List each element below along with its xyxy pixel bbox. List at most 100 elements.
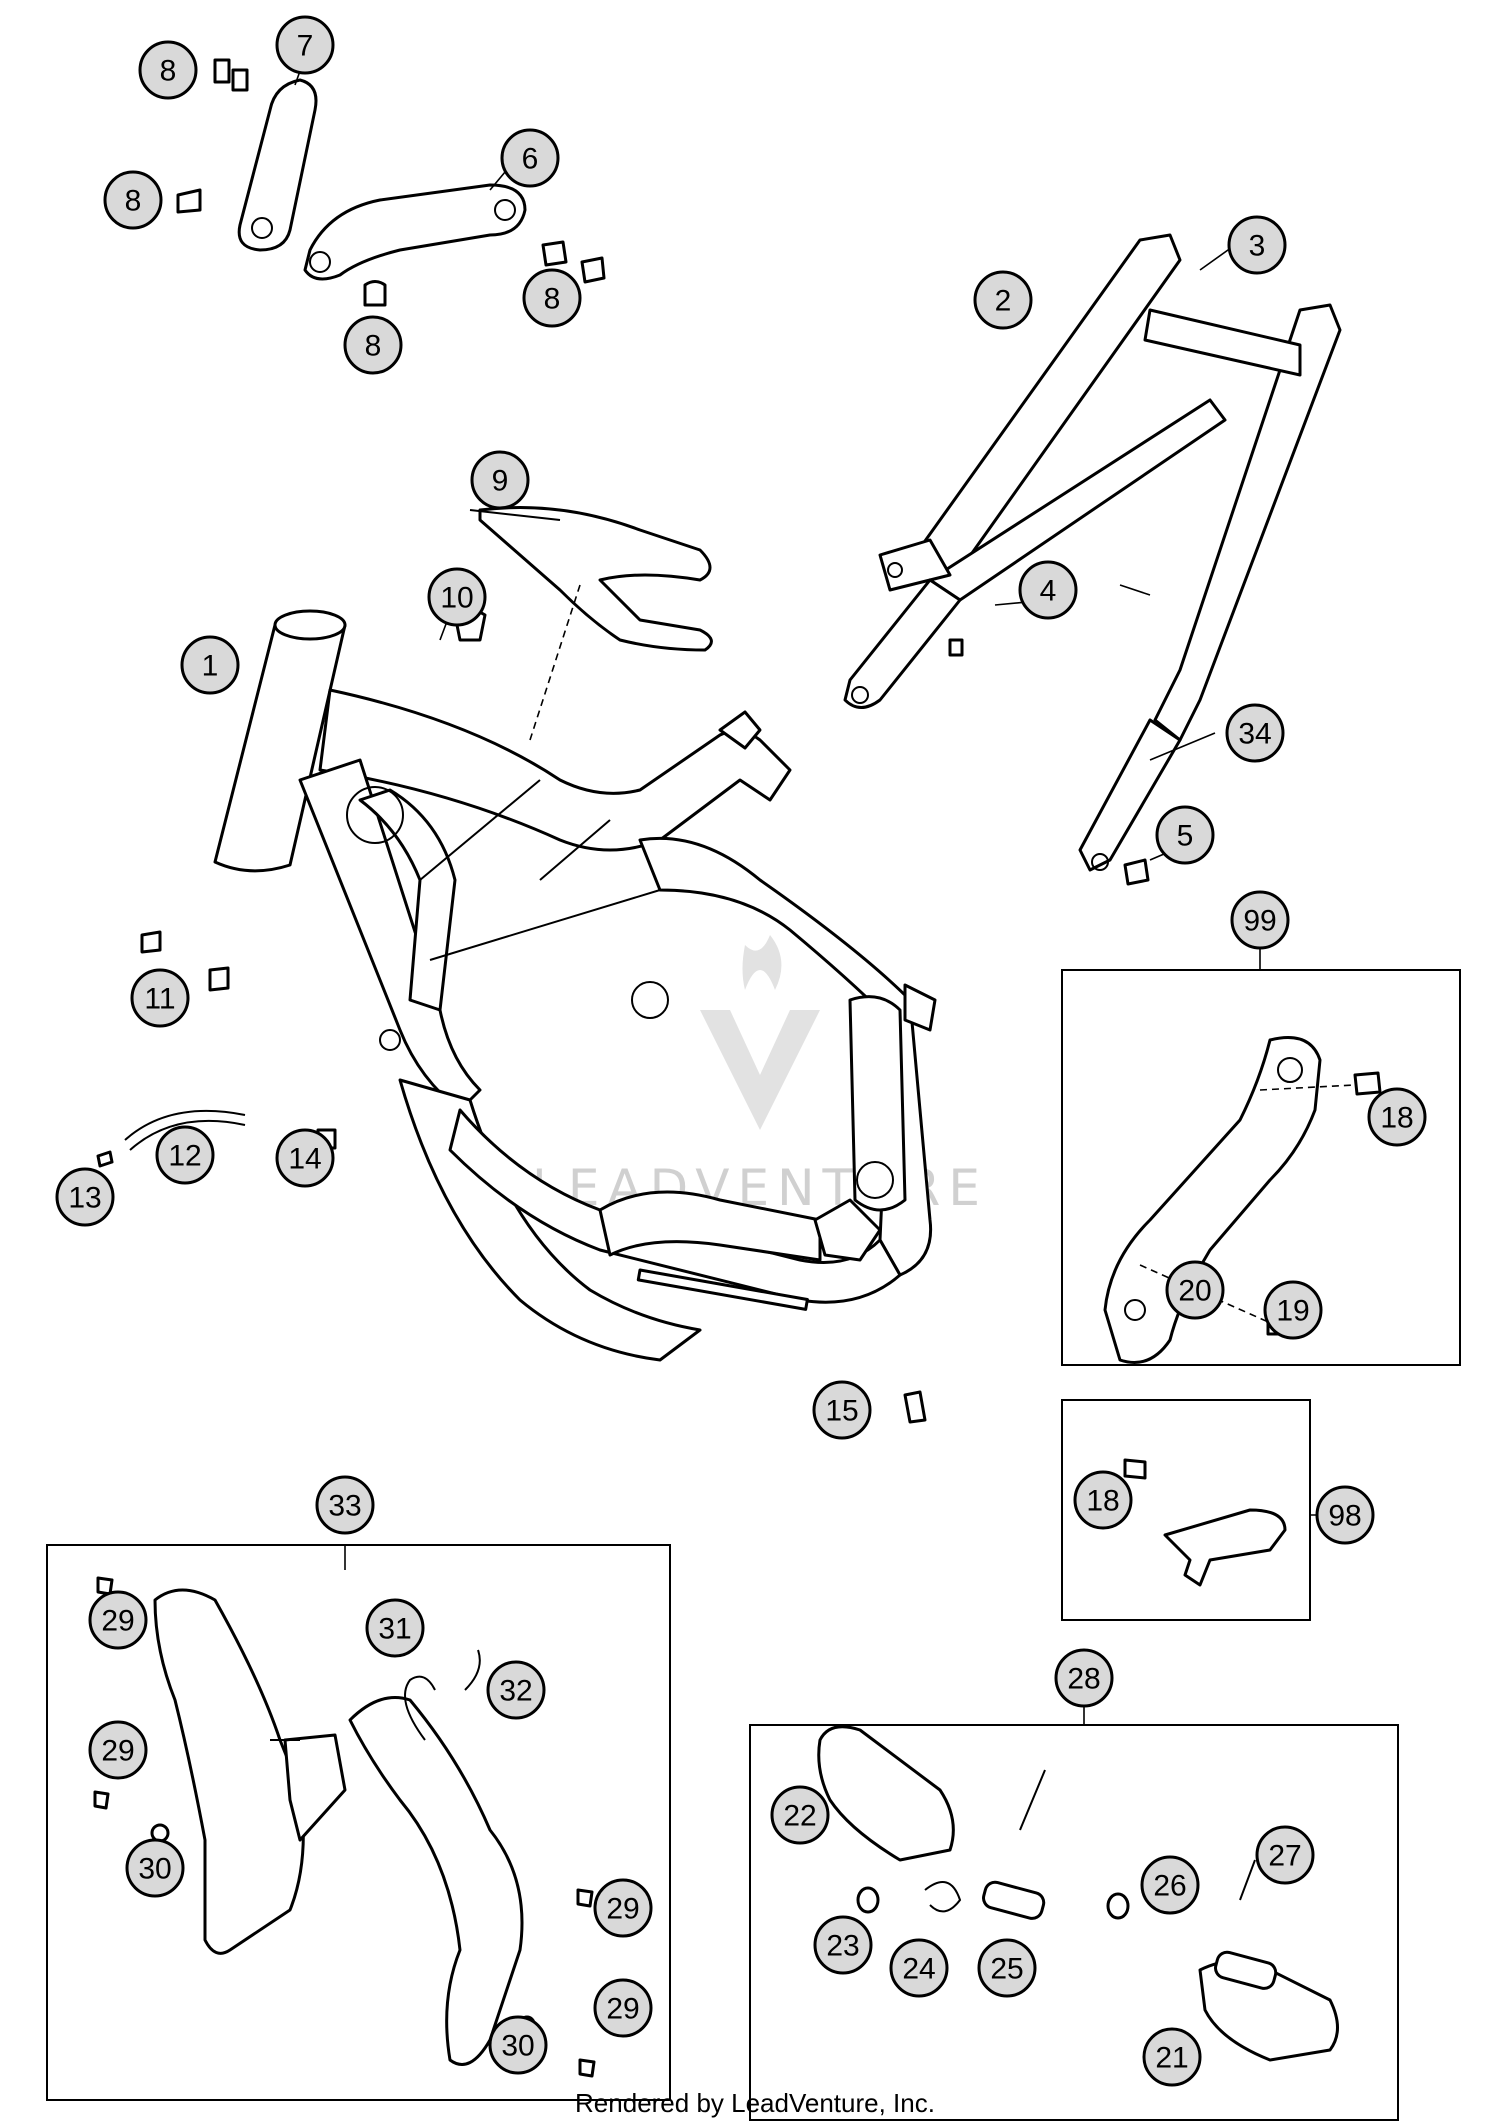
callout-label: 8 bbox=[125, 185, 142, 218]
callout-15: 15 bbox=[812, 1380, 872, 1440]
callout-label: 4 bbox=[1040, 575, 1057, 608]
callout-34: 34 bbox=[1225, 703, 1285, 763]
callout-29: 29 bbox=[593, 1878, 653, 1938]
callout-4: 4 bbox=[1018, 560, 1078, 620]
callout-circle bbox=[889, 1938, 949, 1998]
callout-28: 28 bbox=[1054, 1648, 1114, 1708]
callout-circle bbox=[977, 1938, 1037, 1998]
callout-circle bbox=[1263, 1280, 1323, 1340]
callout-circle bbox=[365, 1598, 425, 1658]
callout-29: 29 bbox=[88, 1590, 148, 1650]
callout-label: 29 bbox=[606, 1893, 639, 1926]
callout-label: 31 bbox=[378, 1613, 411, 1646]
footrest-bracket-part bbox=[1103, 1036, 1322, 1364]
callout-circle bbox=[522, 268, 582, 328]
callouts-layer: 1234567888891011121314151819201821222324… bbox=[55, 15, 1427, 2087]
callout-label: 6 bbox=[522, 143, 539, 176]
callout-6: 6 bbox=[500, 128, 560, 188]
callout-label: 23 bbox=[826, 1930, 859, 1963]
callout-9: 9 bbox=[470, 450, 530, 510]
footer-credit: Rendered by LeadVenture, Inc. bbox=[575, 2088, 935, 2118]
callout-8: 8 bbox=[343, 315, 403, 375]
callout-label: 8 bbox=[365, 330, 382, 363]
callout-circle bbox=[275, 15, 335, 75]
callout-label: 24 bbox=[902, 1953, 935, 1986]
callout-label: 19 bbox=[1276, 1295, 1309, 1328]
callout-label: 25 bbox=[990, 1953, 1023, 1986]
callout-29: 29 bbox=[88, 1720, 148, 1780]
callout-25: 25 bbox=[977, 1938, 1037, 1998]
callout-label: 99 bbox=[1243, 905, 1276, 938]
frame-part bbox=[213, 609, 937, 1362]
callout-label: 9 bbox=[492, 465, 509, 498]
callout-circle bbox=[1140, 1855, 1200, 1915]
callout-circle bbox=[770, 1785, 830, 1845]
callout-label: 22 bbox=[783, 1800, 816, 1833]
callout-30: 30 bbox=[488, 2015, 548, 2075]
top-mount-brackets bbox=[237, 78, 527, 281]
subframe-part bbox=[843, 233, 1342, 872]
tank-bracket-part bbox=[469, 506, 713, 652]
callout-12: 12 bbox=[155, 1125, 215, 1185]
callout-label: 26 bbox=[1153, 1870, 1186, 1903]
callout-label: 29 bbox=[101, 1605, 134, 1638]
callout-label: 30 bbox=[138, 1853, 171, 1886]
callout-label: 7 bbox=[297, 30, 314, 63]
callout-8: 8 bbox=[138, 40, 198, 100]
callout-label: 8 bbox=[160, 55, 177, 88]
callout-circle bbox=[813, 1915, 873, 1975]
callout-circle bbox=[1018, 560, 1078, 620]
callout-label: 14 bbox=[288, 1143, 321, 1176]
callout-circle bbox=[125, 1838, 185, 1898]
callout-circle bbox=[1225, 703, 1285, 763]
callout-circle bbox=[486, 1660, 546, 1720]
callout-label: 20 bbox=[1178, 1275, 1211, 1308]
callout-24: 24 bbox=[889, 1938, 949, 1998]
callout-99: 99 bbox=[1230, 890, 1290, 950]
callout-label: 1 bbox=[202, 650, 219, 683]
callout-circle bbox=[1142, 2027, 1202, 2087]
callout-33: 33 bbox=[315, 1475, 375, 1535]
callout-22: 22 bbox=[770, 1785, 830, 1845]
callout-label: 18 bbox=[1380, 1102, 1413, 1135]
callout-label: 12 bbox=[168, 1140, 201, 1173]
callout-18: 18 bbox=[1367, 1087, 1427, 1147]
callout-13: 13 bbox=[55, 1167, 115, 1227]
callout-23: 23 bbox=[813, 1915, 873, 1975]
callout-circle bbox=[1315, 1485, 1375, 1545]
callout-circle bbox=[427, 567, 487, 627]
callout-circle bbox=[275, 1128, 335, 1188]
leader-lines bbox=[294, 56, 1356, 1725]
callout-circle bbox=[88, 1590, 148, 1650]
callout-18: 18 bbox=[1073, 1470, 1133, 1530]
group-box-98 bbox=[1061, 1399, 1311, 1621]
callout-8: 8 bbox=[522, 268, 582, 328]
callout-circle bbox=[1165, 1260, 1225, 1320]
callout-label: 21 bbox=[1155, 2042, 1188, 2075]
callout-circle bbox=[1054, 1648, 1114, 1708]
callout-circle bbox=[593, 1978, 653, 2038]
callout-circle bbox=[488, 2015, 548, 2075]
callout-circle bbox=[1230, 890, 1290, 950]
callout-31: 31 bbox=[365, 1598, 425, 1658]
callout-circle bbox=[155, 1125, 215, 1185]
guide-part bbox=[1163, 1508, 1287, 1587]
callout-3: 3 bbox=[1227, 215, 1287, 275]
callout-5: 5 bbox=[1155, 805, 1215, 865]
footpeg-parts bbox=[817, 1725, 1339, 2062]
callout-20: 20 bbox=[1165, 1260, 1225, 1320]
callout-label: 8 bbox=[544, 283, 561, 316]
callout-circle bbox=[130, 968, 190, 1028]
callout-circle bbox=[1073, 1470, 1133, 1530]
callout-8: 8 bbox=[103, 170, 163, 230]
group-box-33 bbox=[46, 1544, 671, 2101]
callout-19: 19 bbox=[1263, 1280, 1323, 1340]
callout-label: 15 bbox=[825, 1395, 858, 1428]
callout-circle bbox=[55, 1167, 115, 1227]
callout-circle bbox=[1255, 1825, 1315, 1885]
callout-label: 10 bbox=[440, 582, 473, 615]
callout-label: 33 bbox=[328, 1490, 361, 1523]
callout-circle bbox=[500, 128, 560, 188]
callout-circle bbox=[315, 1475, 375, 1535]
